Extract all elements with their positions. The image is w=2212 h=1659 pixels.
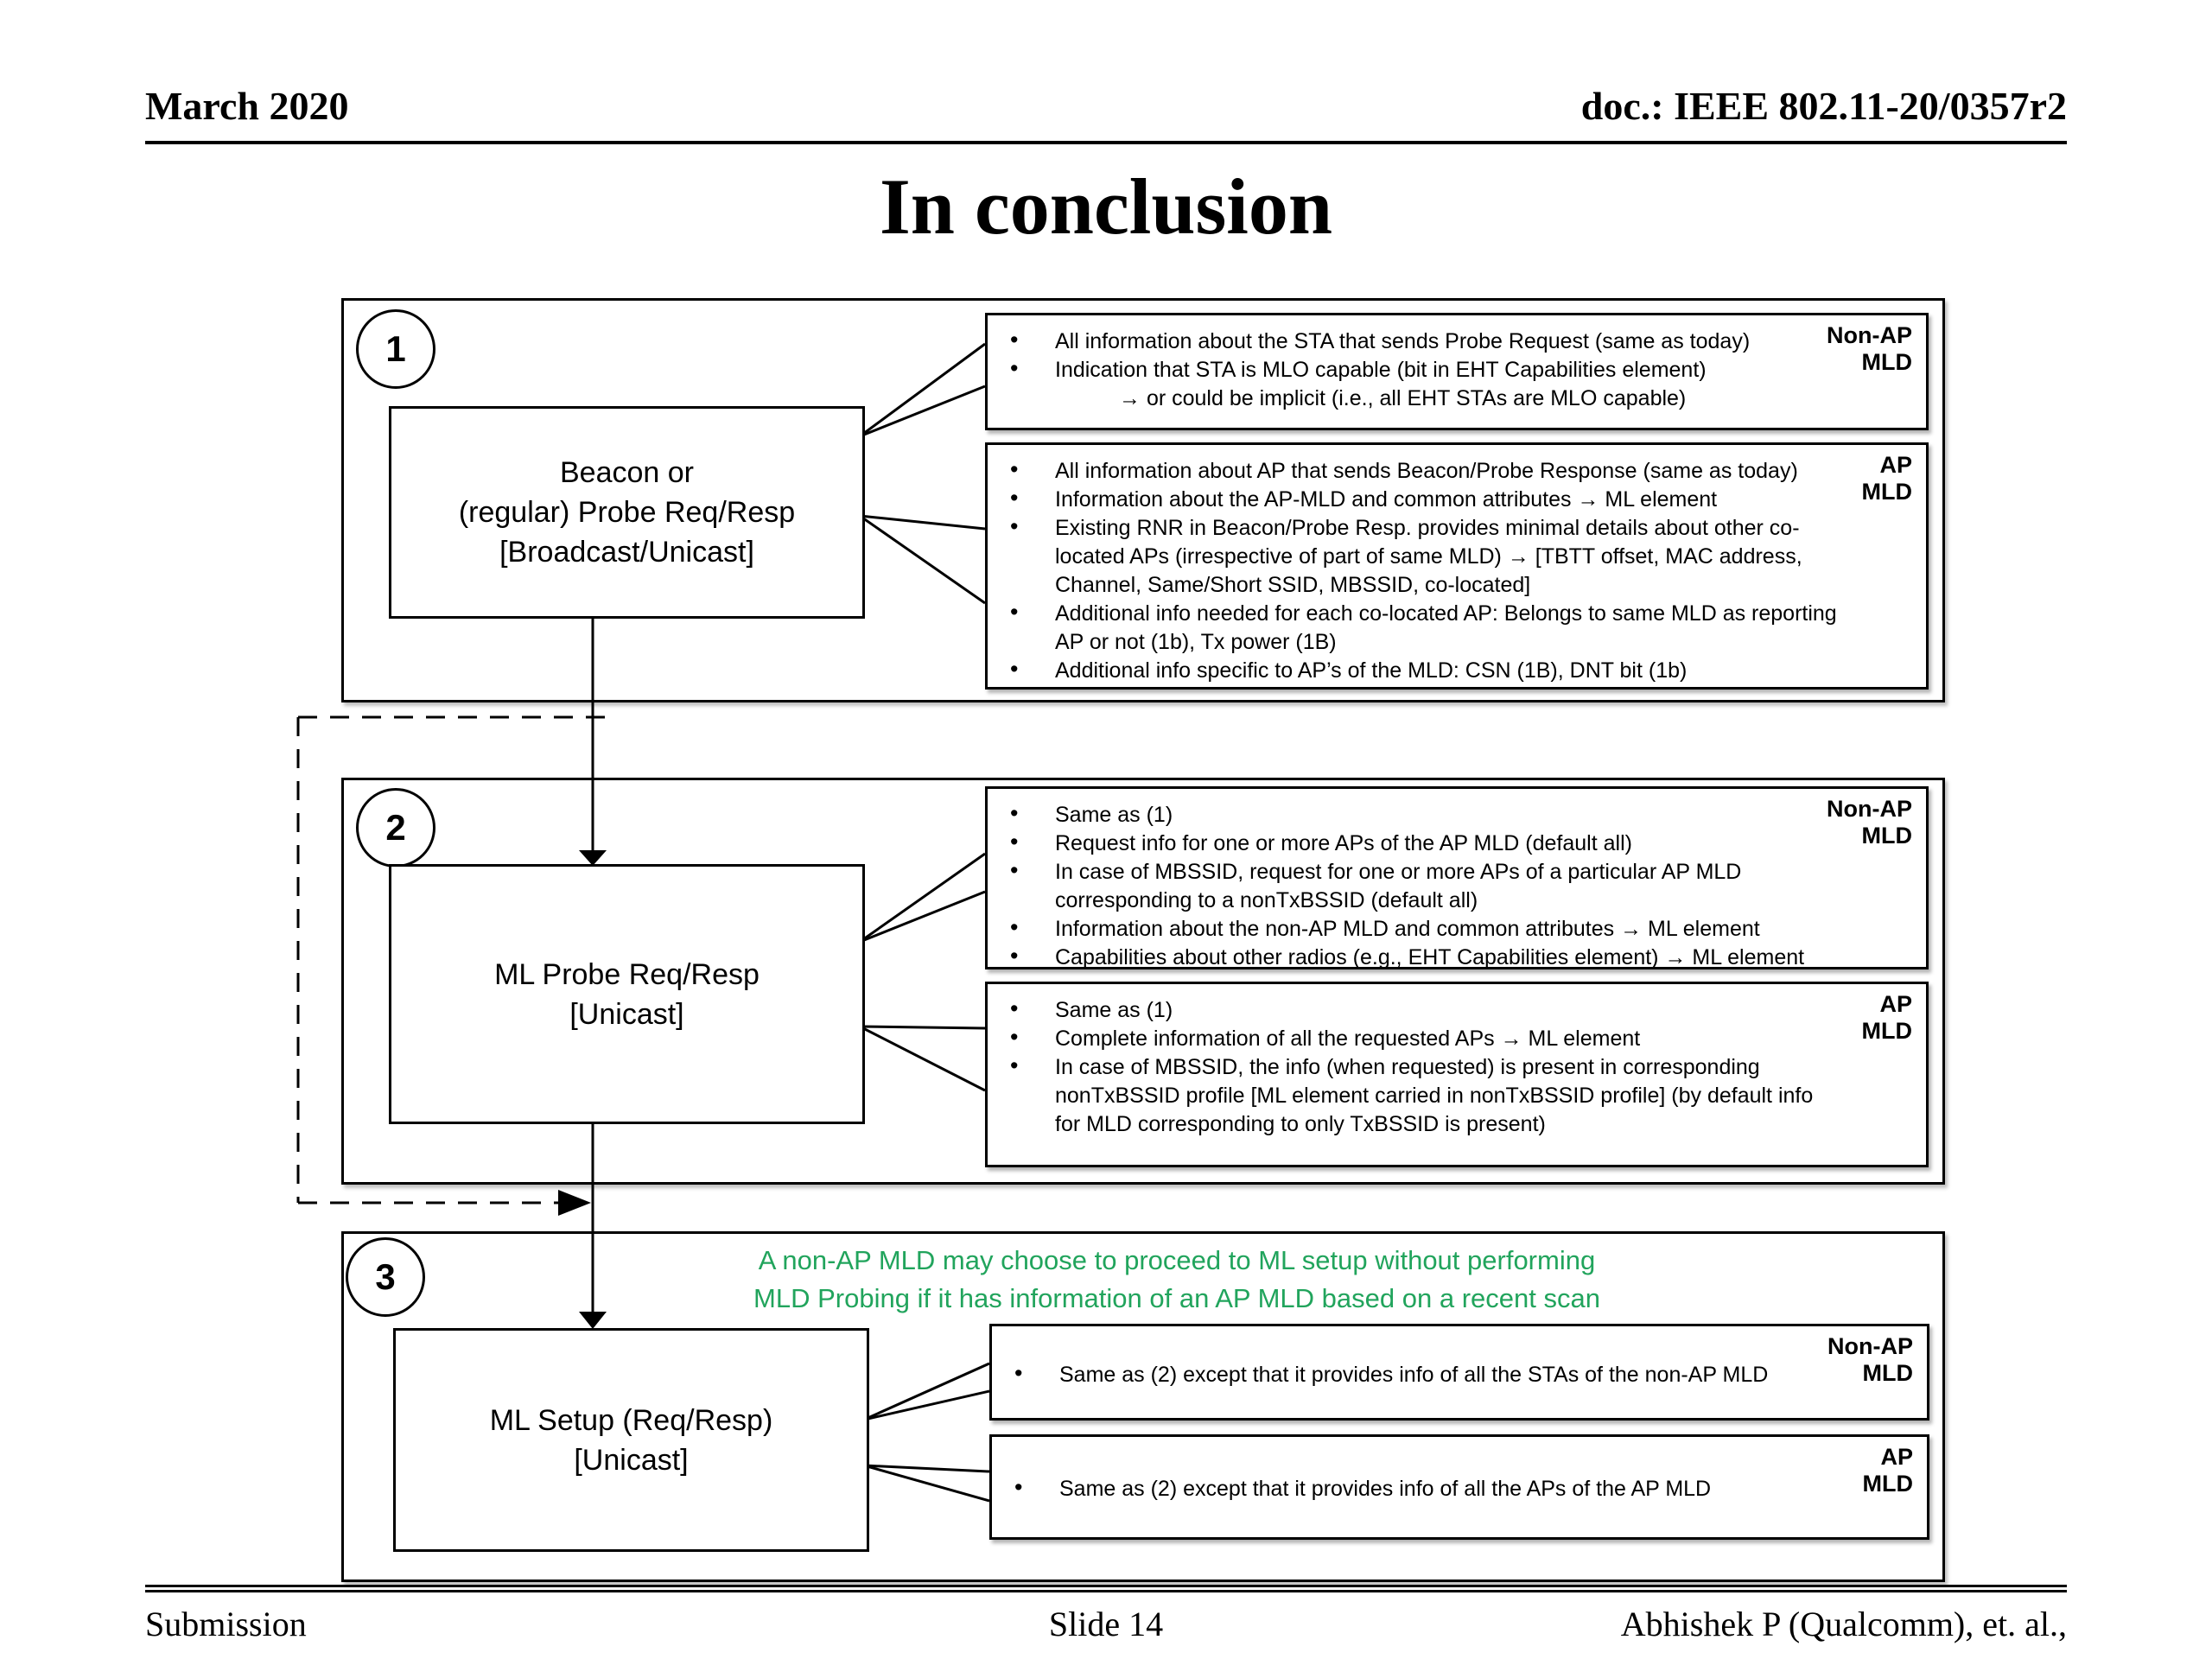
step-2-number: 2 (385, 807, 406, 848)
flow-box-line: ML Probe Req/Resp (494, 957, 760, 991)
bullet-item: Information about the AP-MLD and common … (988, 484, 1843, 514)
section-1-container (341, 298, 1945, 702)
bullet-list: Same as (1) Request info for one or more… (988, 789, 1926, 979)
tag-non-ap-mld: Non-AP MLD (1827, 322, 1912, 375)
footer-rule (145, 1585, 2067, 1592)
bullet-item: Complete information of all the requeste… (988, 1023, 1843, 1053)
footer-submission: Submission (145, 1605, 307, 1643)
callout-s3-ap-mld: AP MLD Same as (2) except that it provid… (989, 1434, 1929, 1540)
step-1-number: 1 (385, 328, 406, 369)
section-2-container (341, 778, 1945, 1185)
step-1-badge: 1 (356, 309, 435, 389)
bullet-item: Additional info needed for each co-locat… (988, 598, 1843, 657)
callout-s2-non-ap-mld: Non-AP MLD Same as (1) Request info for … (985, 786, 1929, 970)
tag-ap-mld: AP MLD (1861, 991, 1912, 1044)
flow-box-line: Beacon or (560, 456, 694, 489)
bullet-list: Same as (2) except that it provides info… (992, 1437, 1927, 1510)
bullet-subitem: → or could be implicit (i.e., all EHT ST… (1119, 386, 1687, 410)
bullet-list: Same as (1) Complete information of all … (988, 984, 1926, 1146)
arrowhead-bypass (558, 1190, 591, 1216)
footer-authors: Abhishek P (Qualcomm), et. al., (1620, 1605, 2067, 1643)
step-3-badge: 3 (346, 1237, 425, 1317)
bullet-item: Additional info specific to AP’s of the … (988, 655, 1843, 685)
bullet-item: Request info for one or more APs of the … (988, 828, 1843, 858)
flow-box-line: [Unicast] (574, 1443, 689, 1477)
bypass-note: A non-AP MLD may choose to proceed to ML… (658, 1242, 1695, 1318)
step-3-number: 3 (375, 1256, 396, 1297)
bullet-item: All information about the STA that sends… (988, 326, 1843, 356)
bullet-item: In case of MBSSID, the info (when reques… (988, 1052, 1843, 1139)
flow-box-line: ML Setup (Req/Resp) (489, 1403, 773, 1437)
bullet-item: Indication that STA is MLO capable (bit … (988, 354, 1843, 385)
flow-box-ml-setup: ML Setup (Req/Resp) [Unicast] (393, 1328, 869, 1552)
step-2-badge: 2 (356, 788, 435, 868)
callout-s1-ap-mld: AP MLD All information about AP that sen… (985, 442, 1929, 690)
tag-non-ap-mld: Non-AP MLD (1827, 1333, 1913, 1386)
flow-box-line: [Broadcast/Unicast] (499, 536, 754, 569)
bullet-item: Same as (2) except that it provides info… (992, 1359, 1844, 1389)
bullet-item: Capabilities about other radios (e.g., E… (988, 942, 1843, 972)
bullet-item: Same as (2) except that it provides info… (992, 1473, 1844, 1503)
bullet-item: Information about the non-AP MLD and com… (988, 913, 1843, 944)
bullet-item: All information about AP that sends Beac… (988, 455, 1843, 486)
callout-s2-ap-mld: AP MLD Same as (1) Complete information … (985, 982, 1929, 1167)
footer-slide-number: Slide 14 (1048, 1605, 1164, 1643)
bullet-item: In case of MBSSID, request for one or mo… (988, 856, 1843, 915)
tag-ap-mld: AP MLD (1861, 452, 1912, 505)
bullet-list: All information about the STA that sends… (988, 315, 1926, 420)
header-date: March 2020 (145, 84, 349, 128)
callout-s3-non-ap-mld: Non-AP MLD Same as (2) except that it pr… (989, 1324, 1929, 1421)
bypass-note-line1: A non-AP MLD may choose to proceed to ML… (758, 1245, 1596, 1275)
section-3-container (341, 1231, 1945, 1582)
bypass-note-line2: MLD Probing if it has information of an … (753, 1283, 1600, 1313)
bullet-item: Same as (1) (988, 799, 1843, 830)
page-title: In conclusion (879, 162, 1333, 251)
header-doc-number: doc.: IEEE 802.11-20/0357r2 (1580, 84, 2067, 128)
bullet-list: All information about AP that sends Beac… (988, 445, 1926, 692)
flow-box-line: (regular) Probe Req/Resp (458, 496, 796, 529)
bullet-item: Existing RNR in Beacon/Probe Resp. provi… (988, 512, 1843, 600)
flow-box-beacon-probe: Beacon or (regular) Probe Req/Resp [Broa… (389, 406, 865, 619)
flow-box-ml-probe: ML Probe Req/Resp [Unicast] (389, 864, 865, 1124)
tag-ap-mld: AP MLD (1862, 1444, 1913, 1497)
callout-s1-non-ap-mld: Non-AP MLD All information about the STA… (985, 313, 1929, 430)
header-rule (145, 141, 2067, 144)
bullet-list: Same as (2) except that it provides info… (992, 1326, 1927, 1396)
flow-box-line: [Unicast] (569, 997, 684, 1031)
bullet-item: Same as (1) (988, 995, 1843, 1025)
